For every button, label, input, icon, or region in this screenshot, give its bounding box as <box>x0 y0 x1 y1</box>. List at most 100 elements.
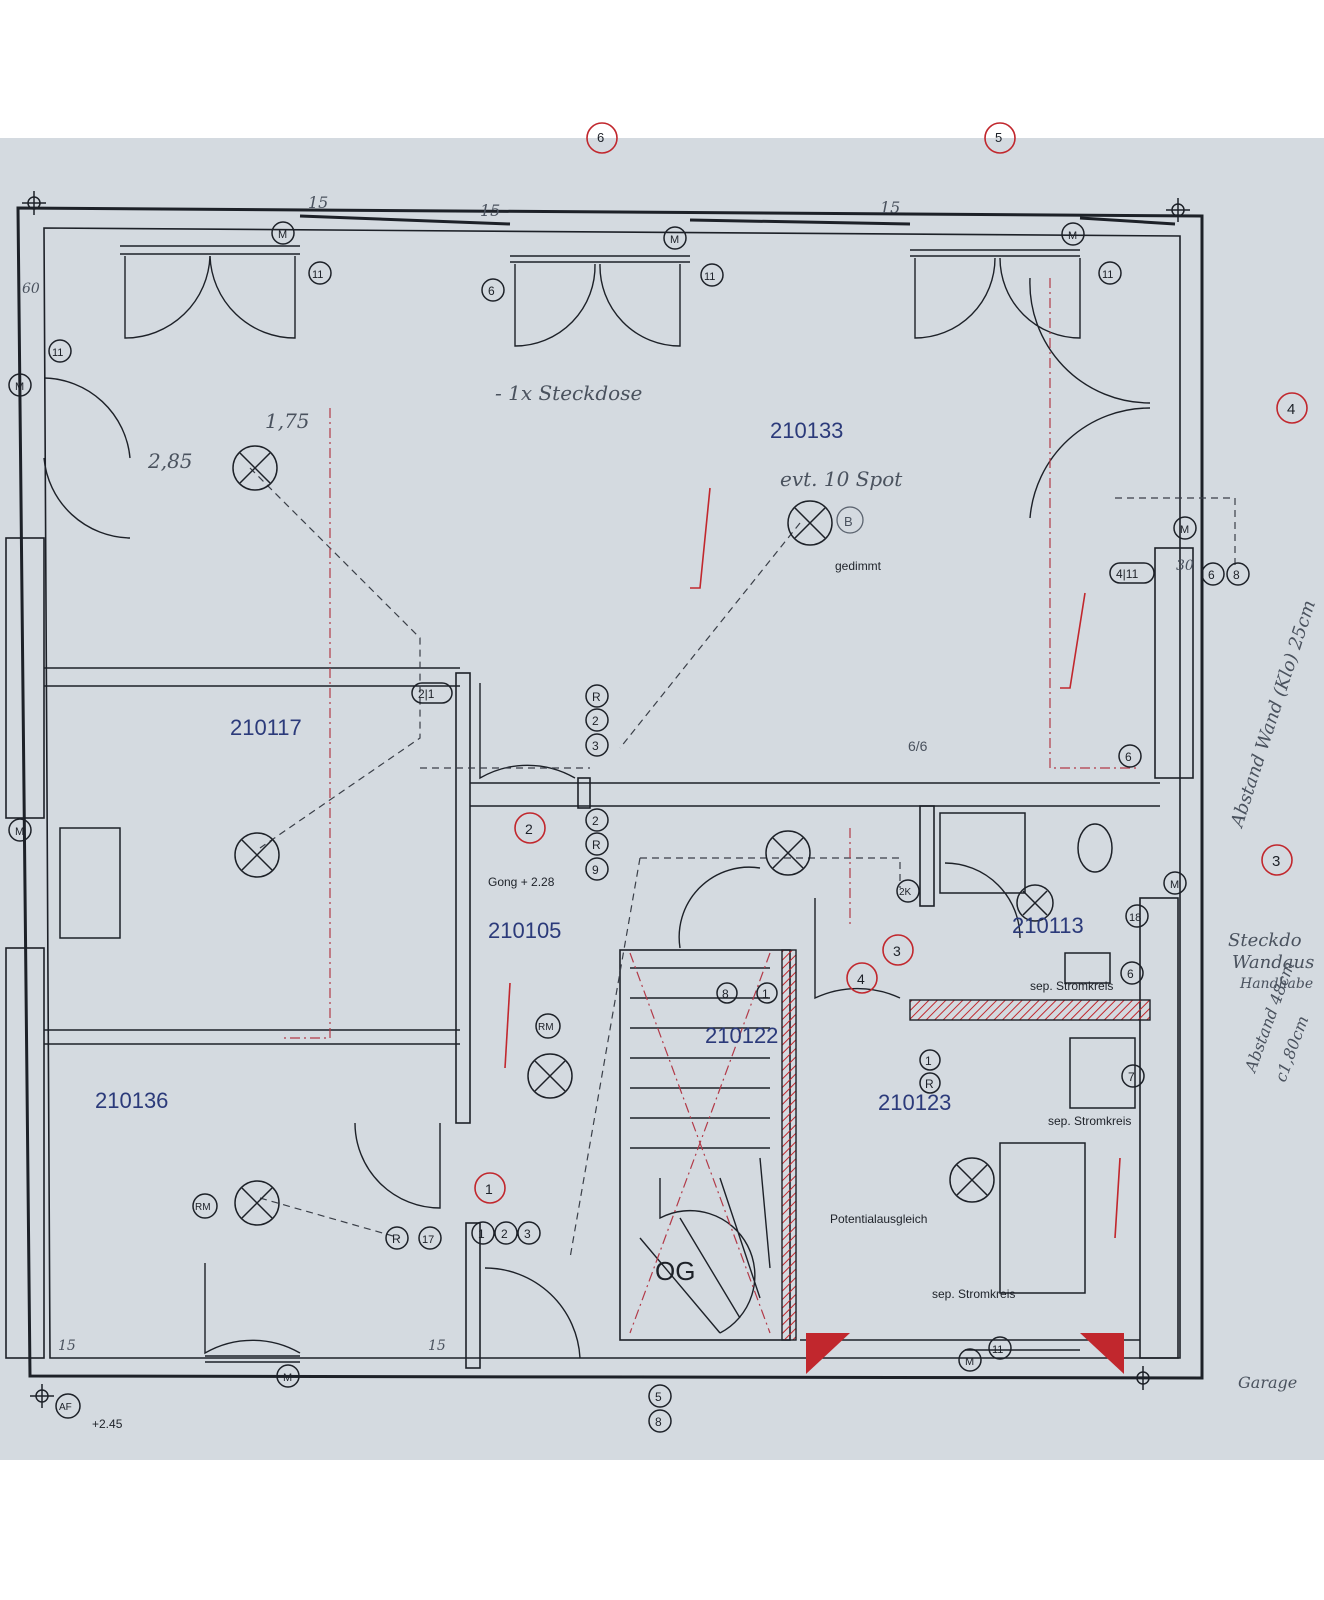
toilet <box>1077 823 1113 873</box>
room-number: 210123 <box>878 1090 951 1115</box>
socket-label: 6/6 <box>908 738 928 754</box>
dimension-60: 60 <box>22 281 40 297</box>
socket-label: 2 <box>592 714 599 728</box>
socket-label: 7 <box>1128 1070 1135 1084</box>
socket-label: 11 <box>312 269 323 281</box>
red-marker-1: 1 <box>485 1181 493 1197</box>
socket-label: 9 <box>592 863 599 877</box>
motor-symbol: M <box>965 1356 974 1368</box>
dimension-15: 15 <box>58 1338 76 1354</box>
doors <box>43 255 1151 1359</box>
ceiling-light <box>787 500 833 546</box>
twok-symbol: 2K <box>899 887 912 898</box>
socket-label: 6 <box>1127 967 1134 981</box>
b-symbol: B <box>844 514 853 529</box>
dimension-15: 15 <box>428 1338 446 1354</box>
axis-marker-4: 4 <box>1287 401 1295 418</box>
hand-spot: evt. 10 Spot <box>780 467 903 491</box>
red-markers: 1 2 3 4 <box>474 812 914 1204</box>
stair <box>629 952 771 1334</box>
socket-label: 8 <box>655 1415 662 1429</box>
motor-symbol: M <box>15 381 24 393</box>
socket-label: 2 <box>592 814 599 828</box>
axis-marker-6: 6 <box>597 130 604 145</box>
windows <box>120 245 1080 1363</box>
wiring <box>249 278 1236 1259</box>
dimension-15: 15 <box>880 198 900 217</box>
ceiling-light <box>527 1053 573 1099</box>
room-number: 210136 <box>95 1088 168 1113</box>
hand-handhabe: Handhabe <box>1239 976 1313 992</box>
outer-walls <box>5 206 1204 1380</box>
dimension-30: 30 <box>1176 558 1194 574</box>
socket-label: 6 <box>1125 750 1132 764</box>
note-potential: Potentialausgleich <box>830 1212 927 1226</box>
ceiling-light <box>1016 884 1054 922</box>
hand-garage: Garage <box>1238 1373 1297 1392</box>
motor-symbol: M <box>278 229 287 241</box>
smoke-detector-symbol: RM <box>538 1022 554 1033</box>
note-stromkreis: sep. Stromkreis <box>1048 1114 1131 1128</box>
socket-label: 5 <box>655 1390 662 1404</box>
room-number: 210133 <box>770 418 843 443</box>
socket-label: 8 <box>1233 568 1240 582</box>
socket-label: 11 <box>52 347 63 359</box>
red-marker-3: 3 <box>893 943 901 959</box>
room-number: 210105 <box>488 918 561 943</box>
socket-label: 11 <box>1102 269 1113 281</box>
ceiling-light <box>232 445 278 491</box>
axis-marker-3: 3 <box>1272 853 1280 870</box>
floor-plan-sheet: 210133 210117 210136 210105 210122 21011… <box>0 122 1324 1460</box>
note-gong: Gong + 2.28 <box>488 875 555 889</box>
shower-tray <box>939 812 1026 894</box>
room-number: 210122 <box>705 1023 778 1048</box>
socket-label: 11 <box>704 271 715 283</box>
af-symbol: AF <box>59 1402 72 1413</box>
note-gedimmt: gedimmt <box>835 559 882 573</box>
socket-label: R <box>592 838 601 852</box>
boiler-unit <box>999 1142 1086 1294</box>
socket-label: 1 <box>478 1227 485 1241</box>
sink-counter <box>59 827 121 939</box>
socket-label: 18 <box>1129 912 1141 924</box>
room-number: 210117 <box>230 715 302 740</box>
washing-machine <box>1069 1037 1136 1109</box>
interior-walls <box>44 667 1160 1374</box>
note-stromkreis: sep. Stromkreis <box>1030 979 1113 993</box>
note-height: +2.45 <box>92 1417 123 1431</box>
red-marker-2: 2 <box>525 821 533 837</box>
ceiling-light <box>949 1157 995 1203</box>
ceiling-light <box>234 1180 280 1226</box>
socket-label: 3 <box>592 739 599 753</box>
paper-background <box>0 138 1324 1460</box>
room-number: 210113 <box>1012 913 1084 938</box>
socket-label: 6 <box>488 284 495 298</box>
socket-label: 2|1 <box>418 687 435 701</box>
socket-label: R <box>392 1232 401 1246</box>
ceiling-light <box>765 830 811 876</box>
socket-stack: R 2 3 2 R 9 1 2 3 R 17 5 8 11 11 11 11 6… <box>48 261 1250 1433</box>
hand-height: 1,75 <box>265 409 310 433</box>
hand-width: 2,85 <box>147 449 193 473</box>
wash-basin <box>1064 952 1111 984</box>
axis-marker-5: 5 <box>995 130 1002 145</box>
motor-symbol: M <box>670 234 679 246</box>
red-marker-4: 4 <box>857 971 865 987</box>
symbol-bubbles: M M M M M M M M M RM RM AF 2K B <box>8 221 1197 1419</box>
motor-symbol: M <box>1180 524 1189 536</box>
hand-steckdose: - 1x Steckdose <box>495 381 642 405</box>
note-stromkreis: sep. Stromkreis <box>932 1287 1015 1301</box>
light-fixtures <box>232 445 1054 1226</box>
socket-label: 1 <box>925 1054 932 1068</box>
axis-markers: 4 3 6 5 <box>586 122 1308 876</box>
socket-label: 17 <box>422 1234 434 1246</box>
socket-label: 8 <box>722 987 729 1001</box>
motor-symbol: M <box>15 826 24 838</box>
socket-label: 4|11 <box>1116 567 1139 581</box>
motor-symbol: M <box>1170 879 1179 891</box>
survey-marks <box>22 191 1190 1408</box>
socket-label: 2 <box>501 1227 508 1241</box>
socket-label: 3 <box>524 1227 531 1241</box>
floor-plan: 210133 210117 210136 210105 210122 21011… <box>0 122 1324 1460</box>
socket-label: R <box>592 690 601 704</box>
